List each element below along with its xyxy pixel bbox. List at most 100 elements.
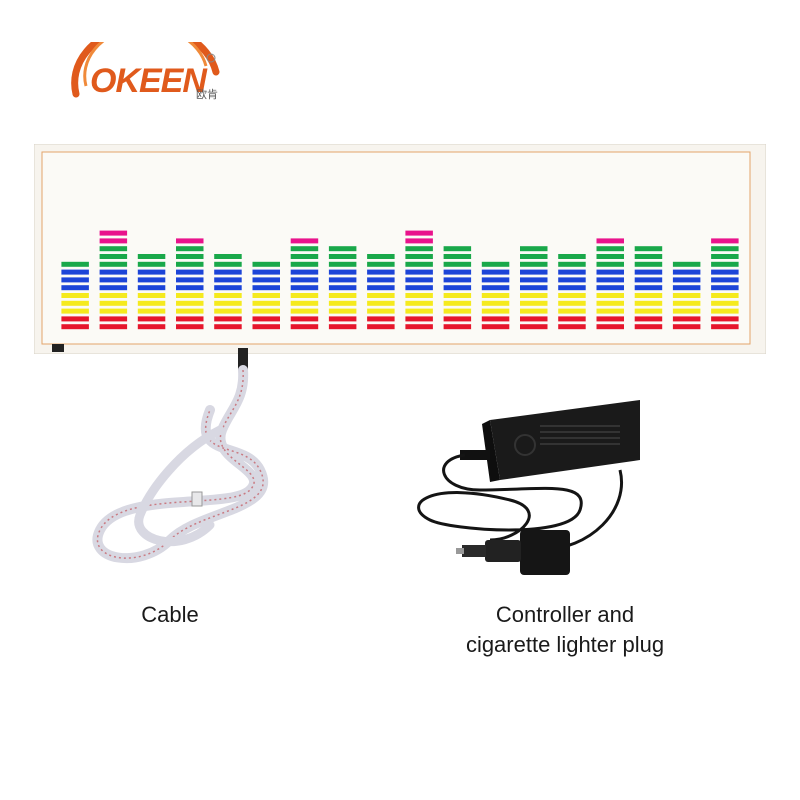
- eq-segment: [711, 261, 739, 267]
- eq-segment: [405, 300, 433, 306]
- eq-segment: [634, 308, 663, 314]
- eq-segment: [214, 324, 242, 330]
- eq-segment: [443, 293, 472, 298]
- eq-segment: [634, 269, 663, 275]
- eq-segment: [596, 238, 624, 244]
- eq-segment: [61, 324, 89, 330]
- eq-segment: [367, 300, 395, 306]
- eq-segment: [176, 269, 204, 275]
- eq-segment: [443, 269, 472, 275]
- eq-segment: [367, 293, 395, 298]
- eq-segment: [367, 285, 395, 291]
- eq-segment: [328, 277, 357, 283]
- eq-segment: [61, 277, 89, 283]
- eq-segment: [367, 254, 395, 259]
- eq-segment: [214, 261, 242, 267]
- eq-segment: [634, 316, 663, 322]
- eq-segment: [711, 308, 739, 314]
- logo-subtitle: 欧肯: [196, 88, 218, 101]
- eq-segment: [520, 246, 548, 252]
- eq-segment: [290, 324, 319, 330]
- brand-logo: OKEEN 欧肯: [66, 22, 246, 122]
- eq-segment: [176, 316, 204, 322]
- eq-segment: [61, 293, 89, 298]
- eq-segment: [137, 300, 166, 306]
- eq-segment: [443, 300, 472, 306]
- eq-segment: [481, 277, 510, 283]
- eq-segment: [99, 261, 128, 267]
- eq-segment: [176, 261, 204, 267]
- eq-segment: [405, 230, 433, 236]
- eq-segment: [443, 277, 472, 283]
- eq-segment: [443, 324, 472, 330]
- eq-segment: [61, 308, 89, 314]
- eq-segment: [328, 293, 357, 298]
- eq-segment: [481, 308, 510, 314]
- eq-segment: [290, 300, 319, 306]
- eq-segment: [405, 261, 433, 267]
- eq-segment: [520, 261, 548, 267]
- eq-segment: [520, 316, 548, 322]
- eq-segment: [176, 300, 204, 306]
- eq-segment: [405, 277, 433, 283]
- eq-segment: [214, 293, 242, 298]
- eq-segment: [520, 308, 548, 314]
- eq-segment: [558, 316, 586, 322]
- eq-segment: [290, 285, 319, 291]
- eq-segment: [634, 277, 663, 283]
- eq-segment: [596, 308, 624, 314]
- eq-segment: [634, 300, 663, 306]
- eq-segment: [711, 269, 739, 275]
- eq-segment: [481, 300, 510, 306]
- eq-segment: [252, 261, 280, 267]
- eq-segment: [290, 246, 319, 252]
- eq-segment: [672, 300, 701, 306]
- eq-segment: [596, 277, 624, 283]
- eq-segment: [328, 285, 357, 291]
- eq-segment: [711, 277, 739, 283]
- eq-segment: [634, 246, 663, 252]
- eq-segment: [481, 261, 510, 267]
- controller-caption: Controller and cigarette lighter plug: [420, 600, 710, 660]
- eq-segment: [596, 300, 624, 306]
- eq-segment: [137, 261, 166, 267]
- eq-segment: [252, 285, 280, 291]
- eq-segment: [443, 246, 472, 252]
- eq-segment: [367, 261, 395, 267]
- controller-caption-line1: Controller and: [495, 602, 635, 627]
- eq-segment: [520, 324, 548, 330]
- eq-segment: [99, 300, 128, 306]
- eq-segment: [99, 308, 128, 314]
- eq-segment: [99, 246, 128, 252]
- eq-segment: [367, 277, 395, 283]
- logo-wordmark: OKEEN: [90, 62, 207, 100]
- eq-segment: [99, 293, 128, 298]
- cable-image: [80, 340, 300, 590]
- eq-segment: [443, 316, 472, 322]
- eq-segment: [176, 308, 204, 314]
- eq-segment: [252, 300, 280, 306]
- eq-segment: [405, 293, 433, 298]
- eq-segment: [328, 269, 357, 275]
- eq-segment: [520, 277, 548, 283]
- eq-segment: [61, 269, 89, 275]
- eq-segment: [367, 324, 395, 330]
- eq-segment: [214, 308, 242, 314]
- eq-segment: [711, 254, 739, 259]
- eq-segment: [443, 285, 472, 291]
- eq-segment: [596, 316, 624, 322]
- eq-segment: [328, 300, 357, 306]
- eq-segment: [558, 269, 586, 275]
- eq-segment: [634, 254, 663, 259]
- eq-segment: [405, 316, 433, 322]
- eq-segment: [137, 324, 166, 330]
- eq-segment: [61, 300, 89, 306]
- eq-segment: [711, 285, 739, 291]
- eq-segment: [137, 316, 166, 322]
- eq-segment: [99, 277, 128, 283]
- eq-segment: [290, 261, 319, 267]
- eq-segment: [137, 254, 166, 259]
- eq-segment: [634, 324, 663, 330]
- controller-caption-line2: cigarette lighter plug: [465, 632, 665, 657]
- eq-segment: [596, 261, 624, 267]
